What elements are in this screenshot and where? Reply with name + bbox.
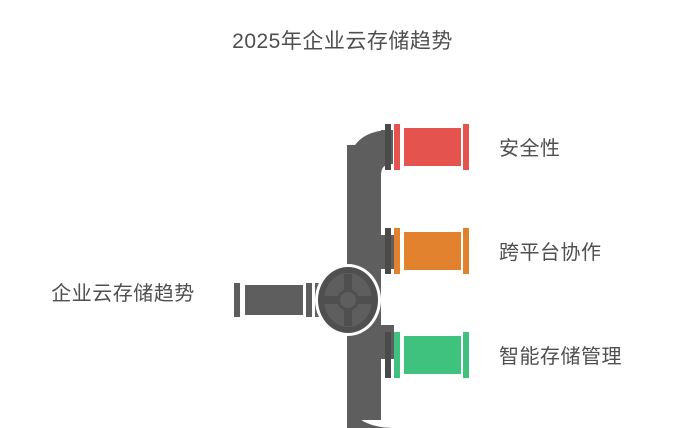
branch-pipe-storage <box>385 332 469 378</box>
inlet-pipe <box>234 283 321 317</box>
root-node-label: 企业云存储趋势 <box>51 283 195 305</box>
page-title: 2025年企业云存储趋势 <box>232 30 453 53</box>
branch-label-storage: 智能存储管理 <box>499 346 622 368</box>
branch-pipe-collaboration <box>385 228 469 274</box>
branch-label-security: 安全性 <box>499 138 561 160</box>
valve-wheel-icon <box>315 264 381 336</box>
branch-label-collaboration: 跨平台协作 <box>499 242 602 264</box>
branch-pipe-security <box>385 124 469 170</box>
